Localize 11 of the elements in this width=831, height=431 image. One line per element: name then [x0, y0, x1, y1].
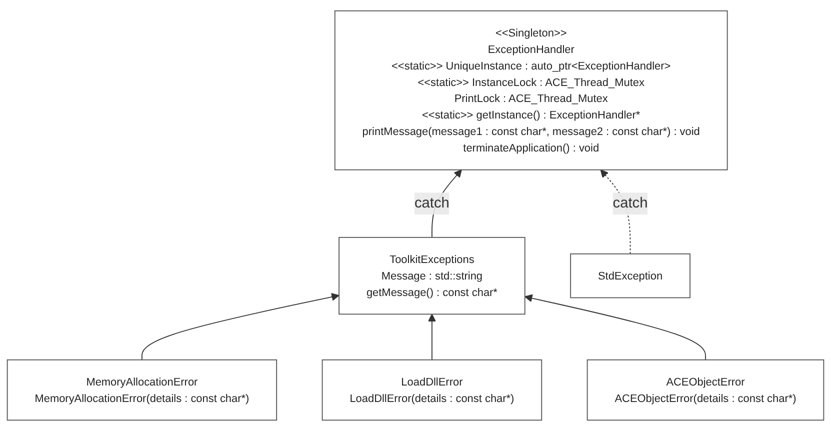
edge-label: catch: [612, 195, 648, 211]
node-box: <<Singleton>> ExceptionHandler <<static>> UniqueInstance : auto_ptr<ExceptionHandler> <<static>> InstanceLock : ACE_Thread_Mutex PrintLock : ACE_Thread_Mutex <<static>> getInstance() : ExceptionHandler* printMessage(message1 : const char*, message2 : const char*) : void terminateApplication() : void: [334, 10, 728, 170]
edge-label: catch: [414, 195, 450, 211]
arrow: [142, 292, 340, 360]
arrow: [428, 314, 436, 360]
node-box: LoadDllError LoadDllError(details : const char*): [322, 359, 542, 421]
node-box: MemoryAllocationError MemoryAllocationError(details : const char*): [6, 359, 278, 421]
node-box: ACEObjectError ACEObjectError(details : const char*): [586, 359, 824, 421]
arrow: [524, 294, 706, 360]
node-box: StdException: [570, 253, 690, 298]
node-box: ToolkitExceptions Message : std::string getMessage() : const char*: [338, 236, 526, 315]
